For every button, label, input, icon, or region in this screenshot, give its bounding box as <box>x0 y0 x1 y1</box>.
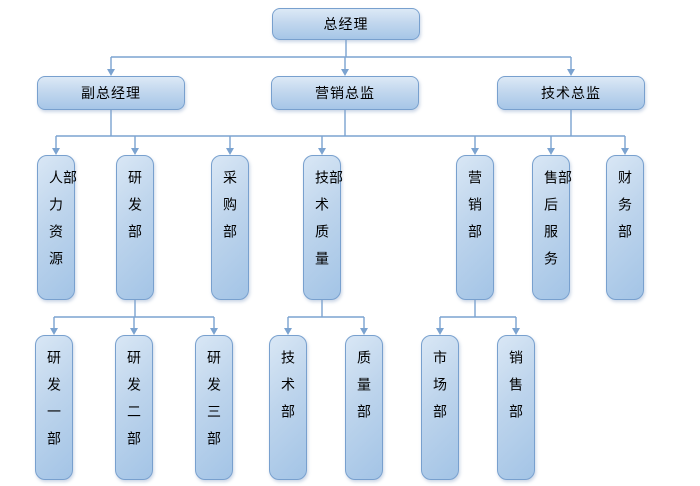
org-node-purchasing-department: 采购部 <box>211 155 249 300</box>
org-node-technical-director: 技术总监 <box>497 76 645 110</box>
org-node-quality-department: 质量部 <box>345 335 383 480</box>
org-node-rd-department: 研发部 <box>116 155 154 300</box>
org-node-market-department: 市场部 <box>421 335 459 480</box>
org-node-technical-department: 技术部 <box>269 335 307 480</box>
org-node-tech-quality-department: 技术质量部 <box>303 155 343 300</box>
org-node-sales-department: 销售部 <box>497 335 535 480</box>
org-node-general-manager: 总经理 <box>272 8 420 40</box>
connector-level3-to-level4 <box>53 300 517 329</box>
org-node-after-sales-service-department: 售后服务部 <box>532 155 572 300</box>
org-node-hr-department: 人力资源部 <box>37 155 77 300</box>
org-node-finance-department: 财务部 <box>606 155 644 300</box>
org-node-marketing-director: 营销总监 <box>271 76 419 110</box>
arrowheads-level3 <box>52 148 629 155</box>
connector-level2-to-level3 <box>55 110 626 149</box>
org-node-deputy-general-manager: 副总经理 <box>37 76 185 110</box>
org-node-rd-division-3: 研发三部 <box>195 335 233 480</box>
org-node-marketing-department: 营销部 <box>456 155 494 300</box>
connector-root-to-level2 <box>110 40 572 70</box>
arrowheads-level2 <box>107 69 575 76</box>
arrowheads-level4 <box>50 328 520 335</box>
org-node-rd-division-2: 研发二部 <box>115 335 153 480</box>
org-node-rd-division-1: 研发一部 <box>35 335 73 480</box>
